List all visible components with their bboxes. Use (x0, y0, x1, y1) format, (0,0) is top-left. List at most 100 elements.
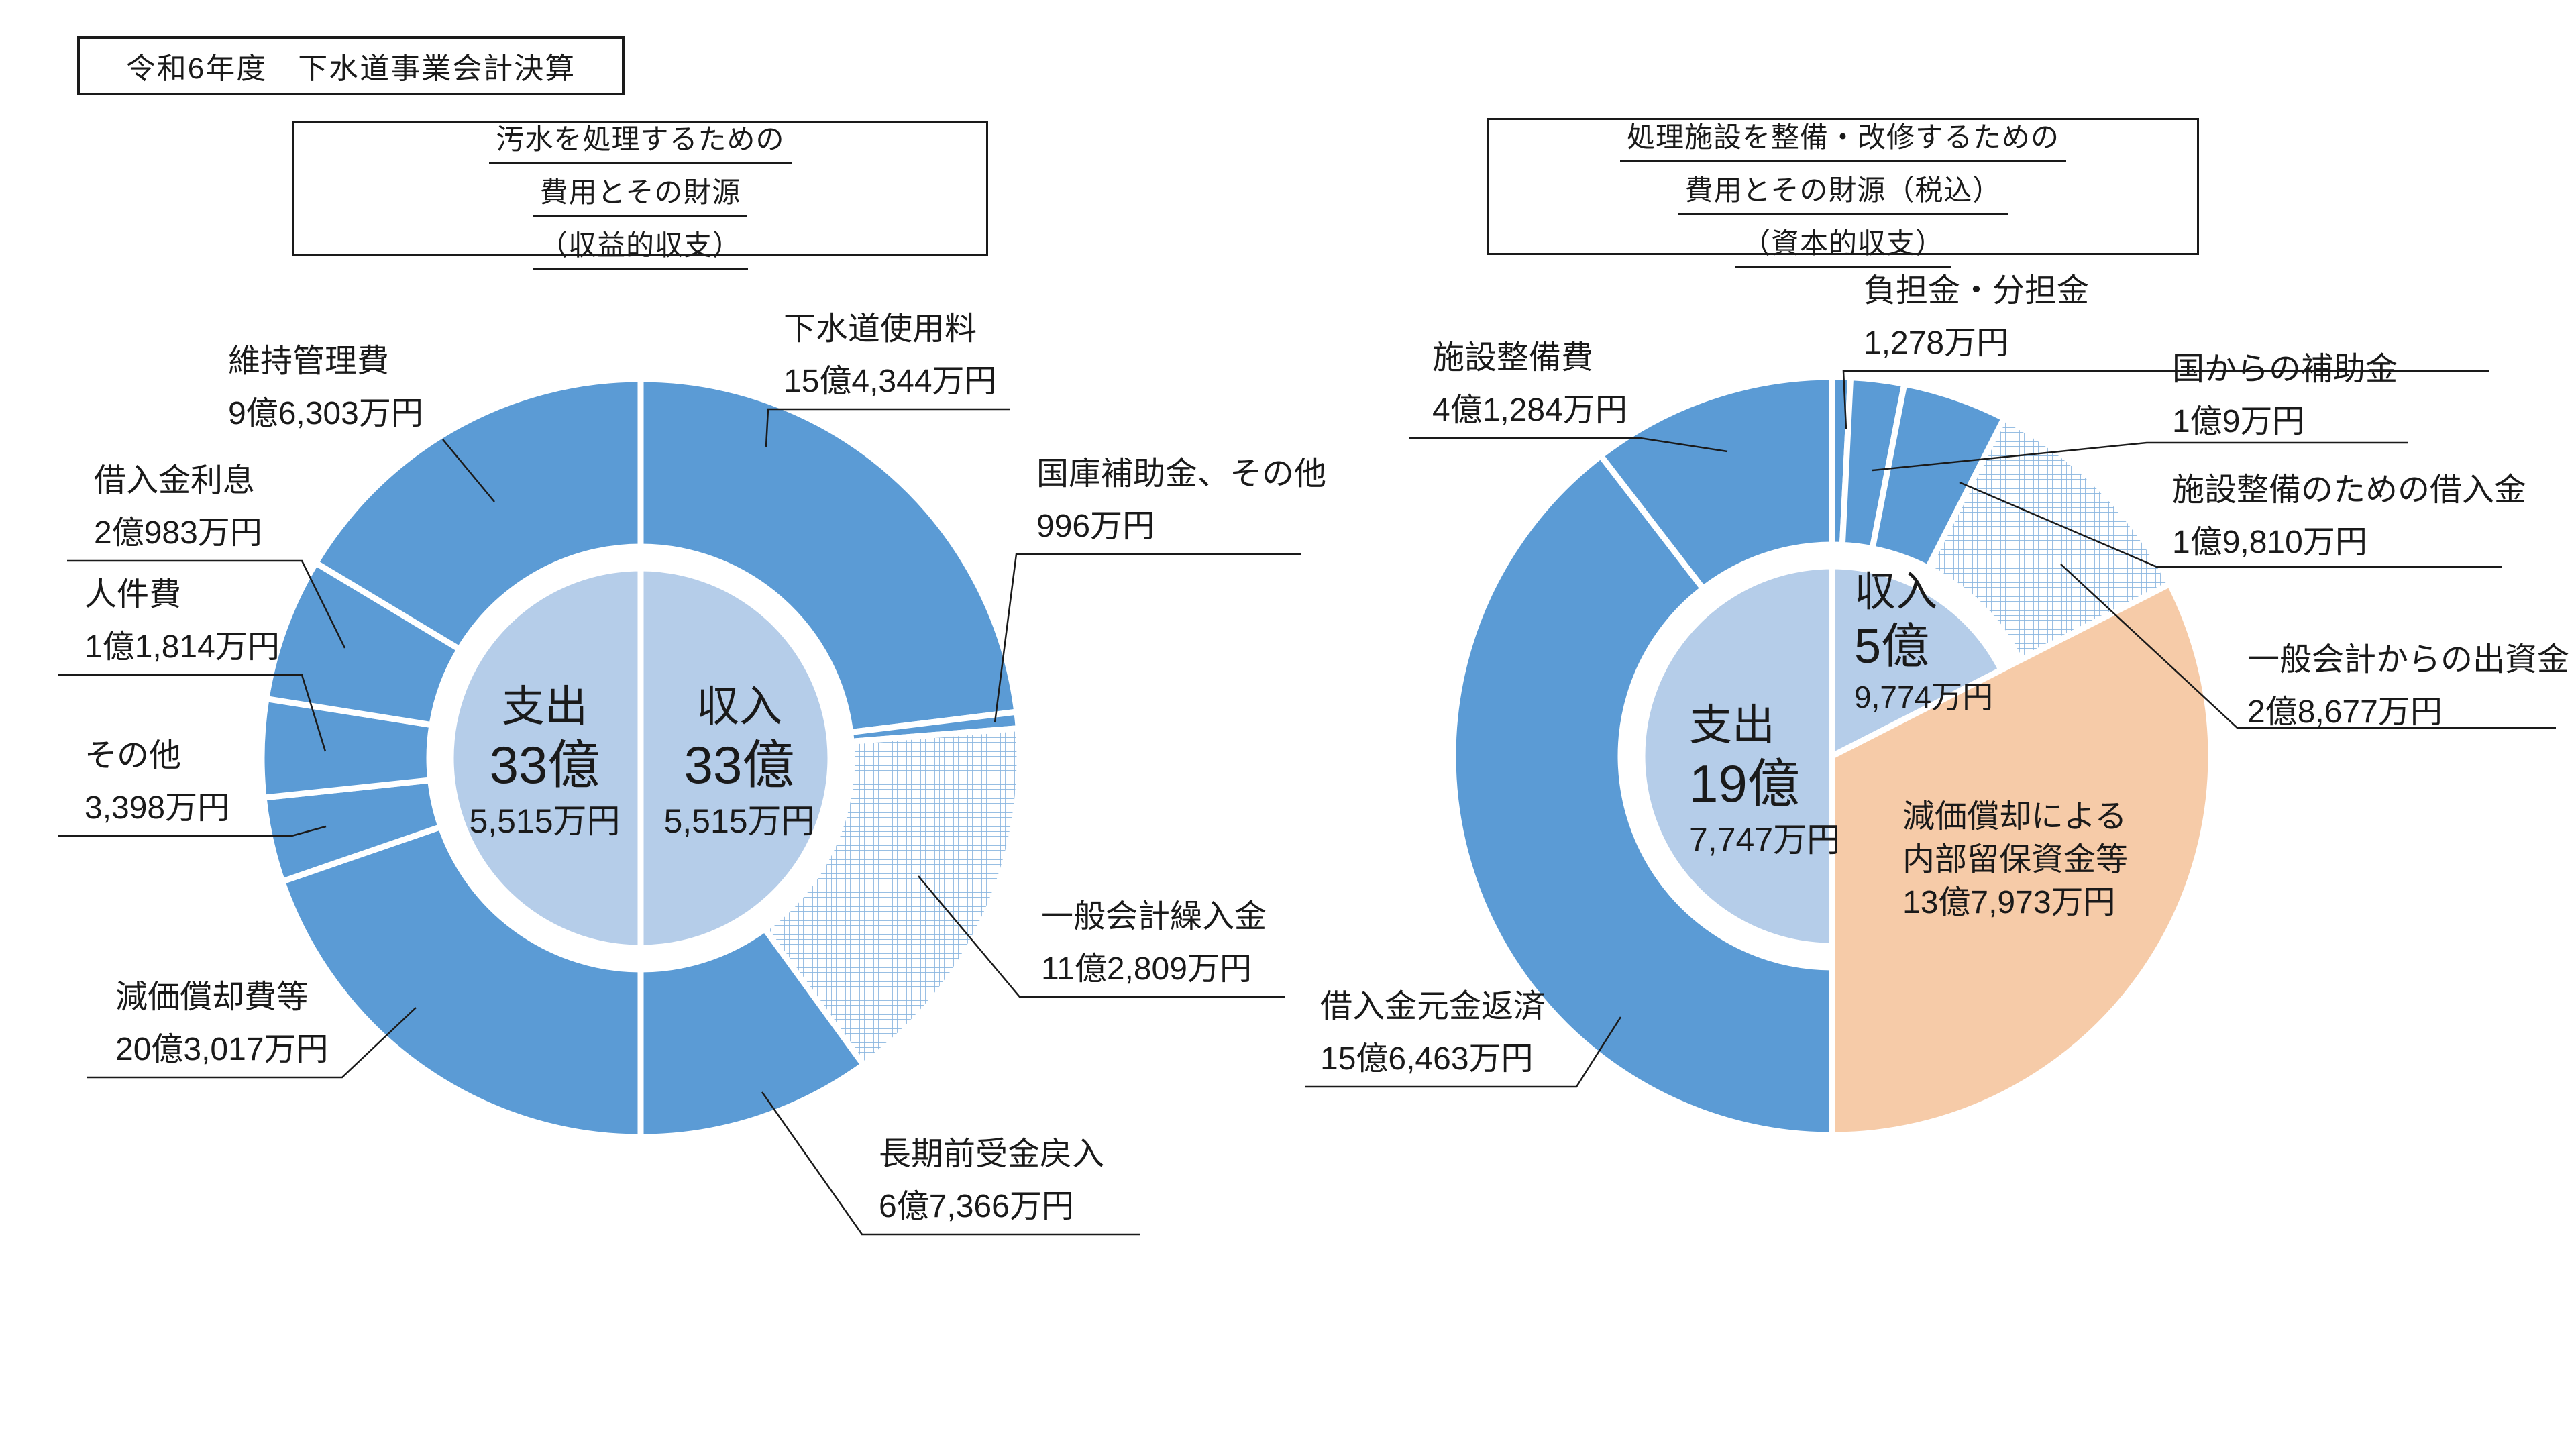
label-other-cost-value: 3,398万円 (85, 790, 230, 826)
label-general-account-investment-value: 2億8,677万円 (2247, 694, 2443, 730)
left-center-income: 収入 33億 5,515万円 (663, 680, 814, 845)
left-center-income-amount: 33億 (684, 735, 795, 794)
left-chart-header-box: 汚水を処理するための 費用とその財源 （収益的収支） (292, 121, 988, 270)
page-title: 令和6年度 下水道事業会計決算 (125, 52, 576, 85)
right-chart-header-line2: 費用とその財源（税込） (1678, 168, 2008, 215)
label-maintenance-cost-value: 9億6,303万円 (228, 396, 423, 431)
right-center-expense-label: 支出 (1689, 701, 1775, 749)
segment-general-account-investment (1925, 415, 2173, 663)
leader-other-cost (58, 825, 327, 837)
label-depreciation-cost-value: 20億3,017万円 (115, 1032, 329, 1067)
segment-facility-improvement-cost (1597, 374, 1835, 592)
right-inner-income-wedge (1829, 563, 2004, 759)
label-general-account-transfer-value: 11億2,809万円 (1041, 951, 1252, 987)
label-other-cost-name: その他 (85, 738, 182, 773)
leader-facility-loan (1959, 481, 2502, 568)
leader-long-term-advance-reversal (761, 1091, 1140, 1236)
label-burden-share-contribution-value: 1,278万円 (1864, 325, 2009, 361)
label-facility-loan-value: 1億9,810万円 (2172, 525, 2367, 560)
label-facility-improvement-cost: 施設整備費 4億1,284万円 (1432, 332, 1627, 437)
label-national-subsidy: 国からの補助金 1億9万円 (2172, 343, 2398, 448)
right-center-income-amount2: 9,774万円 (1854, 680, 1994, 714)
label-depreciation-internal-reserve: 減価償却による 内部留保資金等 13億7,973万円 (1902, 796, 2128, 924)
left-chart-header-line2: 費用とその財源 (533, 170, 748, 217)
label-long-term-advance-reversal: 長期前受金戻入 6億7,366万円 (879, 1128, 1104, 1233)
left-inner-expense-half (447, 565, 644, 951)
right-inner-expense-half (1639, 563, 1835, 949)
label-personnel-cost: 人件費 1億1,814万円 (85, 569, 280, 674)
right-chart-header-line1: 処理施設を整備・改修するための (1619, 115, 2066, 162)
left-center-expense: 支出 33億 5,515万円 (469, 680, 620, 845)
label-national-subsidy-other-name: 国庫補助金、その他 (1036, 456, 1327, 492)
leader-national-subsidy-other (994, 553, 1301, 723)
leader-depreciation-cost (87, 1007, 417, 1079)
label-general-account-investment-name: 一般会計からの出資金 (2247, 642, 2570, 678)
label-general-account-transfer-name: 一般会計繰入金 (1041, 899, 1267, 934)
label-burden-share-contribution-name: 負担金・分担金 (1864, 273, 2090, 309)
label-personnel-cost-value: 1億1,814万円 (85, 629, 280, 665)
left-inner-income-half (637, 565, 834, 951)
left-center-income-amount2: 5,515万円 (663, 802, 815, 840)
label-maintenance-cost: 維持管理費 9億6,303万円 (228, 335, 423, 440)
label-loan-principal-repayment: 借入金元金返済 15億6,463万円 (1320, 981, 1546, 1085)
leader-personnel-cost (58, 674, 327, 752)
label-sewerage-usage-fee: 下水道使用料 15億4,344万円 (784, 303, 997, 408)
leader-sewerage-usage-fee (765, 408, 1010, 447)
segment-depreciation-cost (279, 824, 644, 1140)
label-loan-interest-name: 借入金利息 (94, 463, 256, 498)
right-center-expense-amount: 19億 (1689, 754, 1800, 813)
label-sewerage-usage-fee-name: 下水道使用料 (784, 311, 977, 347)
leader-loan-interest (67, 559, 346, 649)
segment-maintenance-cost (313, 376, 644, 653)
label-facility-loan: 施設整備のための借入金 1億9,810万円 (2172, 464, 2526, 569)
label-maintenance-cost-name: 維持管理費 (228, 343, 390, 379)
label-loan-principal-repayment-value: 15億6,463万円 (1320, 1041, 1534, 1077)
right-chart-header-box: 処理施設を整備・改修するための 費用とその財源（税込） （資本的収支） (1487, 115, 2199, 268)
left-center-expense-amount2: 5,515万円 (469, 802, 621, 840)
label-national-subsidy-other-value: 996万円 (1036, 508, 1155, 544)
label-national-subsidy-value: 1億9万円 (2172, 404, 2305, 439)
label-sewerage-usage-fee-value: 15億4,344万円 (784, 364, 997, 399)
label-facility-improvement-cost-name: 施設整備費 (1432, 340, 1594, 376)
label-depreciation-internal-reserve-value: 13億7,973万円 (1902, 885, 2116, 920)
left-center-expense-amount: 33億 (489, 735, 600, 794)
right-center-income: 収入 5億 9,774万円 (1854, 565, 1993, 720)
left-center-expense-label: 支出 (502, 682, 588, 731)
label-burden-share-contribution: 負担金・分担金 1,278万円 (1864, 265, 2089, 370)
label-facility-loan-name: 施設整備のための借入金 (2172, 472, 2527, 508)
label-depreciation-cost-name: 減価償却費等 (115, 979, 309, 1015)
segment-general-account-transfer (761, 725, 1023, 1068)
segment-depreciation-internal-reserve (1829, 580, 2214, 1138)
left-center-income-label: 収入 (696, 682, 782, 731)
page-title-box: 令和6年度 下水道事業会計決算 (77, 36, 625, 95)
label-depreciation-internal-reserve-line2: 内部留保資金等 (1902, 842, 2129, 877)
label-national-subsidy-other: 国庫補助金、その他 996万円 (1036, 448, 1326, 553)
label-facility-improvement-cost-value: 4億1,284万円 (1432, 392, 1627, 428)
label-national-subsidy-name: 国からの補助金 (2172, 352, 2398, 387)
left-chart-header-line1: 汚水を処理するための (489, 117, 792, 164)
leader-general-account-transfer (918, 875, 1285, 998)
leader-burden-share-contribution (1842, 370, 2489, 430)
leader-maintenance-cost (442, 439, 495, 502)
segment-loan-principal-repayment (1450, 452, 1835, 1138)
left-chart-header-line3: （収益的収支） (532, 223, 748, 270)
right-chart-header-line3: （資本的収支） (1735, 221, 1951, 268)
segment-sewerage-usage-fee (637, 376, 1020, 736)
right-center-income-amount: 5億 (1854, 620, 1930, 674)
label-loan-interest-value: 2億983万円 (94, 515, 262, 551)
leader-facility-improvement-cost (1409, 437, 1728, 453)
label-long-term-advance-reversal-name: 長期前受金戻入 (879, 1136, 1105, 1172)
leader-general-account-investment (2060, 564, 2556, 729)
label-loan-principal-repayment-name: 借入金元金返済 (1320, 989, 1546, 1024)
label-depreciation-cost: 減価償却費等 20億3,017万円 (115, 971, 329, 1076)
label-general-account-transfer: 一般会計繰入金 11億2,809万円 (1041, 891, 1267, 996)
right-center-expense-amount2: 7,747万円 (1689, 821, 1841, 859)
right-center-expense: 支出 19億 7,747万円 (1689, 699, 1840, 864)
label-depreciation-internal-reserve-line1: 減価償却による (1902, 799, 2127, 835)
right-center-income-label: 収入 (1854, 569, 1938, 615)
label-general-account-investment: 一般会計からの出資金 2億8,677万円 (2247, 634, 2569, 739)
label-personnel-cost-name: 人件費 (85, 577, 182, 612)
label-other-cost: その他 3,398万円 (85, 730, 229, 835)
